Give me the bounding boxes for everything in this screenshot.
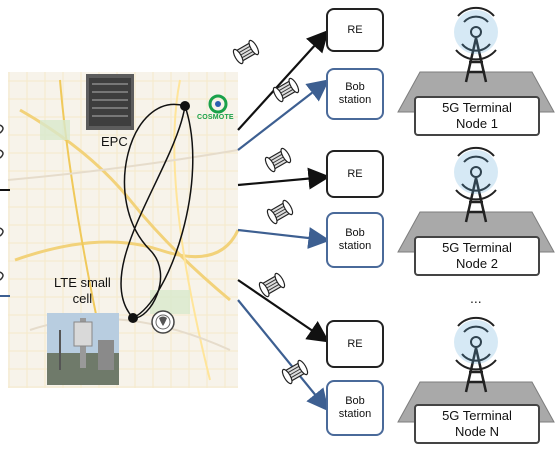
arrow-re-1: [237, 29, 329, 131]
arrow-re-2: [237, 167, 331, 190]
arrow-bob-1: [237, 79, 330, 151]
lte-small-cell-label: LTE small cell: [54, 275, 111, 306]
ellipsis: ...: [470, 290, 482, 306]
radio-tower-icon: [454, 6, 498, 83]
arrow-bob-n: [237, 299, 329, 412]
link-arrows: [237, 29, 331, 412]
university-seal-icon: [151, 310, 175, 334]
re-box-1: RE: [326, 8, 384, 52]
lte-node-dot: [128, 313, 138, 323]
bob-station-box-1: Bob station: [326, 68, 384, 120]
lte-small-cell-photo: [47, 313, 119, 385]
epc-rack-image: [86, 74, 134, 130]
radio-tower-icon: [454, 146, 498, 223]
terminal-node-2-label: 5G Terminal Node 2: [414, 236, 540, 276]
bob-station-box-2: Bob station: [326, 212, 384, 268]
spool-icon: [232, 39, 260, 65]
cosmote-logo-text: COSMOTE: [197, 114, 234, 121]
spool-icon: [281, 359, 309, 385]
terminal-node-1-label: 5G Terminal Node 1: [414, 96, 540, 136]
radio-tower-icon: [454, 316, 498, 393]
spool-icon: [272, 77, 300, 103]
arrow-bob-2: [237, 227, 331, 249]
epc-node-dot: [180, 101, 190, 111]
spool-icon: [258, 272, 286, 298]
left-edge-fragments: [0, 124, 10, 297]
cosmote-logo-mark: [208, 94, 228, 114]
re-box-n: RE: [326, 320, 384, 368]
spool-icon: [264, 147, 292, 173]
epc-label: EPC: [101, 134, 128, 149]
fiber-spool-icons: [232, 39, 309, 385]
arrow-re-n: [237, 279, 330, 343]
backhaul-loop: [120, 101, 194, 323]
re-box-2: RE: [326, 150, 384, 198]
spool-icon: [266, 199, 294, 225]
bob-station-box-n: Bob station: [326, 380, 384, 436]
terminal-node-n-label: 5G Terminal Node N: [414, 404, 540, 444]
